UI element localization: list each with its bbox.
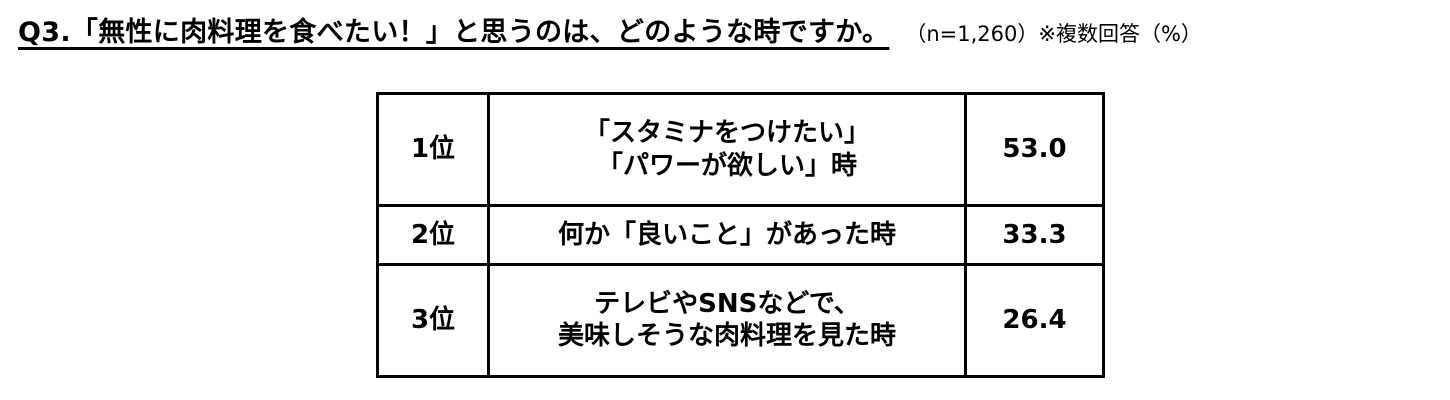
value-cell: 26.4 xyxy=(964,262,1102,375)
rank-cell: 3位 xyxy=(379,262,490,375)
rank-cell: 1位 xyxy=(379,95,490,207)
label-cell: テレビやSNSなどで、 美味しそうな肉料理を見た時 xyxy=(487,262,967,375)
label-line: 「スタミナをつけたい」 xyxy=(583,118,870,148)
label-cell: 何か「良いこと」があった時 xyxy=(487,204,967,266)
chart-header: Q3.「無性に肉料理を食べたい！」と思うのは、どのような時ですか。 （n=1,2… xyxy=(18,10,1202,49)
label-cell: 「スタミナをつけたい」 「パワーが欲しい」時 xyxy=(487,95,967,207)
ranking-table-frame: 1位 「スタミナをつけたい」 「パワーが欲しい」時 53.0 2位 何か「良いこ… xyxy=(376,92,1105,378)
label-line: 美味しそうな肉料理を見た時 xyxy=(557,321,896,352)
value-cell: 53.0 xyxy=(964,95,1102,207)
label-line: 「パワーが欲しい」時 xyxy=(596,150,857,181)
label-line: 何か「良いこと」があった時 xyxy=(557,219,896,250)
table-row: 3位 テレビやSNSなどで、 美味しそうな肉料理を見た時 26.4 xyxy=(379,262,1102,375)
table-row: 2位 何か「良いこと」があった時 33.3 xyxy=(379,204,1102,266)
table-row: 1位 「スタミナをつけたい」 「パワーが欲しい」時 53.0 xyxy=(379,95,1102,207)
value-cell: 33.3 xyxy=(964,204,1102,266)
label-line: テレビやSNSなどで、 xyxy=(594,288,860,319)
question-title: Q3.「無性に肉料理を食べたい！」と思うのは、どのような時ですか。 xyxy=(18,17,890,48)
rank-cell: 2位 xyxy=(379,204,490,266)
ranking-table: 1位 「スタミナをつけたい」 「パワーが欲しい」時 53.0 2位 何か「良いこ… xyxy=(379,95,1102,375)
sample-size-note: （n=1,260）※複数回答（%） xyxy=(905,22,1202,46)
